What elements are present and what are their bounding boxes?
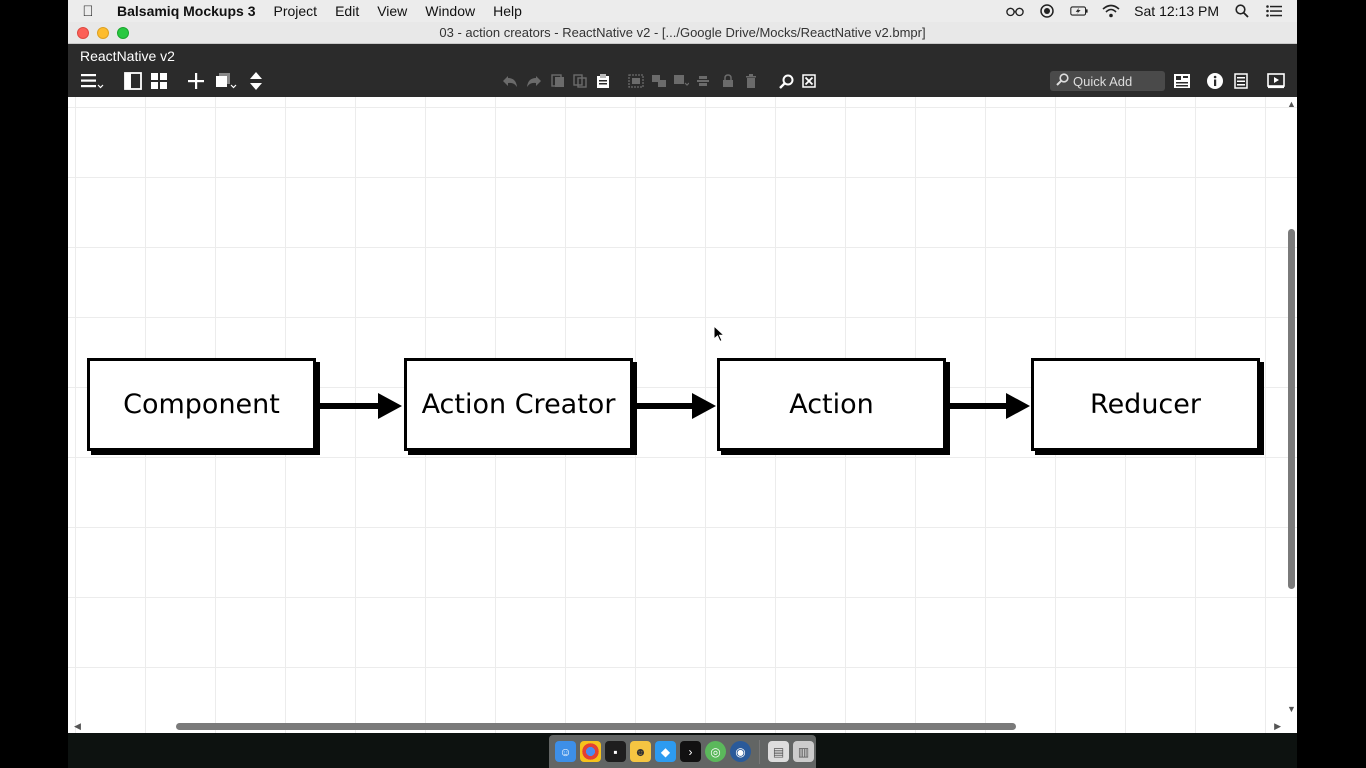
window-titlebar[interactable]: 03 - action creators - ReactNative v2 - … xyxy=(68,22,1297,44)
project-toolbar: ReactNative v2 xyxy=(68,44,1297,97)
downloads-folder-icon[interactable]: ▤ xyxy=(768,741,789,762)
trash-can-icon[interactable]: ▥ xyxy=(793,741,814,762)
presentation-icon[interactable] xyxy=(1265,68,1287,94)
window-title: 03 - action creators - ReactNative v2 - … xyxy=(439,25,926,40)
panel-toggle-icon[interactable] xyxy=(122,68,144,94)
chrome-icon[interactable] xyxy=(580,741,601,762)
grid-view-icon[interactable] xyxy=(148,68,170,94)
trash-icon[interactable] xyxy=(741,68,761,94)
redo-icon[interactable] xyxy=(524,68,544,94)
dock: ☺ ▪ ☻ ◆ › ◎ ◉ ▤ ▥ xyxy=(549,735,816,768)
quick-add-input[interactable] xyxy=(1073,73,1163,89)
diagram-node-action[interactable]: Action xyxy=(717,358,946,451)
arrow-action-to-reducer xyxy=(950,393,1030,419)
menu-bar:  Balsamiq Mockups 3 Project Edit View W… xyxy=(68,0,1297,22)
fit-screen-icon[interactable] xyxy=(799,68,819,94)
spotlight-search-icon[interactable] xyxy=(1233,4,1251,18)
browser-app-icon[interactable]: ◉ xyxy=(730,741,751,762)
hamburger-menu-icon[interactable] xyxy=(78,68,106,94)
ungroup-icon[interactable] xyxy=(649,68,669,94)
toolbar xyxy=(68,68,1297,94)
vertical-scrollbar[interactable]: ▲ ▼ xyxy=(1285,99,1297,714)
scroll-left-arrow-icon[interactable]: ◀ xyxy=(74,721,81,731)
group-icon[interactable] xyxy=(626,68,646,94)
battery-icon[interactable] xyxy=(1070,4,1088,18)
align-icon[interactable] xyxy=(694,68,714,94)
iterm-icon[interactable]: ▪ xyxy=(605,741,626,762)
wifi-icon[interactable] xyxy=(1102,4,1120,18)
lock-icon[interactable] xyxy=(718,68,738,94)
minimize-button[interactable] xyxy=(97,27,109,39)
menu-edit[interactable]: Edit xyxy=(335,3,360,19)
window-controls xyxy=(77,27,129,39)
mockup-canvas[interactable]: Component Action Creator Action Reducer xyxy=(68,97,1297,733)
app-menu[interactable]: Balsamiq Mockups 3 xyxy=(117,3,256,19)
horizontal-scroll-thumb[interactable] xyxy=(176,723,1016,730)
menu-window[interactable]: Window xyxy=(425,3,476,19)
cut-icon[interactable] xyxy=(548,68,568,94)
close-button[interactable] xyxy=(77,27,89,39)
search-icon xyxy=(1056,73,1069,89)
clock[interactable]: Sat 12:13 PM xyxy=(1134,3,1219,19)
menu-view[interactable]: View xyxy=(377,3,408,19)
mouse-cursor-icon xyxy=(713,325,725,343)
screen:  Balsamiq Mockups 3 Project Edit View W… xyxy=(68,0,1297,768)
arrow-component-to-action-creator xyxy=(320,393,402,419)
duplicate-icon[interactable] xyxy=(212,68,240,94)
menu-help[interactable]: Help xyxy=(493,3,522,19)
sort-icon[interactable] xyxy=(246,68,266,94)
apple-menu-icon[interactable]:  xyxy=(68,3,108,20)
finder-icon[interactable]: ☺ xyxy=(555,741,576,762)
scroll-up-arrow-icon[interactable]: ▲ xyxy=(1287,99,1296,109)
record-icon[interactable] xyxy=(1038,4,1056,18)
dock-separator xyxy=(759,739,760,764)
add-icon[interactable] xyxy=(184,68,208,94)
scroll-down-arrow-icon[interactable]: ▼ xyxy=(1287,704,1296,714)
diagram-arrows xyxy=(320,393,1030,419)
quick-add-search[interactable] xyxy=(1050,71,1165,91)
media-browser-icon[interactable] xyxy=(1171,68,1193,94)
vertical-scroll-thumb[interactable] xyxy=(1288,229,1295,589)
diagram-node-component[interactable]: Component xyxy=(87,358,316,451)
terminal-icon[interactable]: › xyxy=(680,741,701,762)
project-title: ReactNative v2 xyxy=(80,48,175,64)
notes-icon[interactable] xyxy=(1230,68,1252,94)
notification-center-icon[interactable] xyxy=(1265,4,1283,18)
diagram-node-action-creator[interactable]: Action Creator xyxy=(404,358,633,451)
app-window: 03 - action creators - ReactNative v2 - … xyxy=(68,22,1297,733)
glasses-icon[interactable] xyxy=(1006,4,1024,18)
arrange-icon[interactable] xyxy=(671,68,691,94)
arrow-action-creator-to-action xyxy=(637,393,716,419)
info-icon[interactable] xyxy=(1204,68,1226,94)
horizontal-scrollbar[interactable]: ◀ ▶ xyxy=(68,719,1285,733)
scroll-right-arrow-icon[interactable]: ▶ xyxy=(1274,721,1281,731)
copy-icon[interactable] xyxy=(570,68,590,94)
globe-app-icon[interactable]: ◎ xyxy=(705,741,726,762)
menu-project[interactable]: Project xyxy=(273,3,318,19)
zoom-button[interactable] xyxy=(117,27,129,39)
status-area: Sat 12:13 PM xyxy=(1006,3,1297,19)
diagram-node-reducer[interactable]: Reducer xyxy=(1031,358,1260,451)
undo-icon[interactable] xyxy=(500,68,520,94)
emoji-app-icon[interactable]: ☻ xyxy=(630,741,651,762)
zoom-search-icon[interactable] xyxy=(776,68,796,94)
paste-icon[interactable] xyxy=(593,68,613,94)
sublime-icon[interactable]: ◆ xyxy=(655,741,676,762)
